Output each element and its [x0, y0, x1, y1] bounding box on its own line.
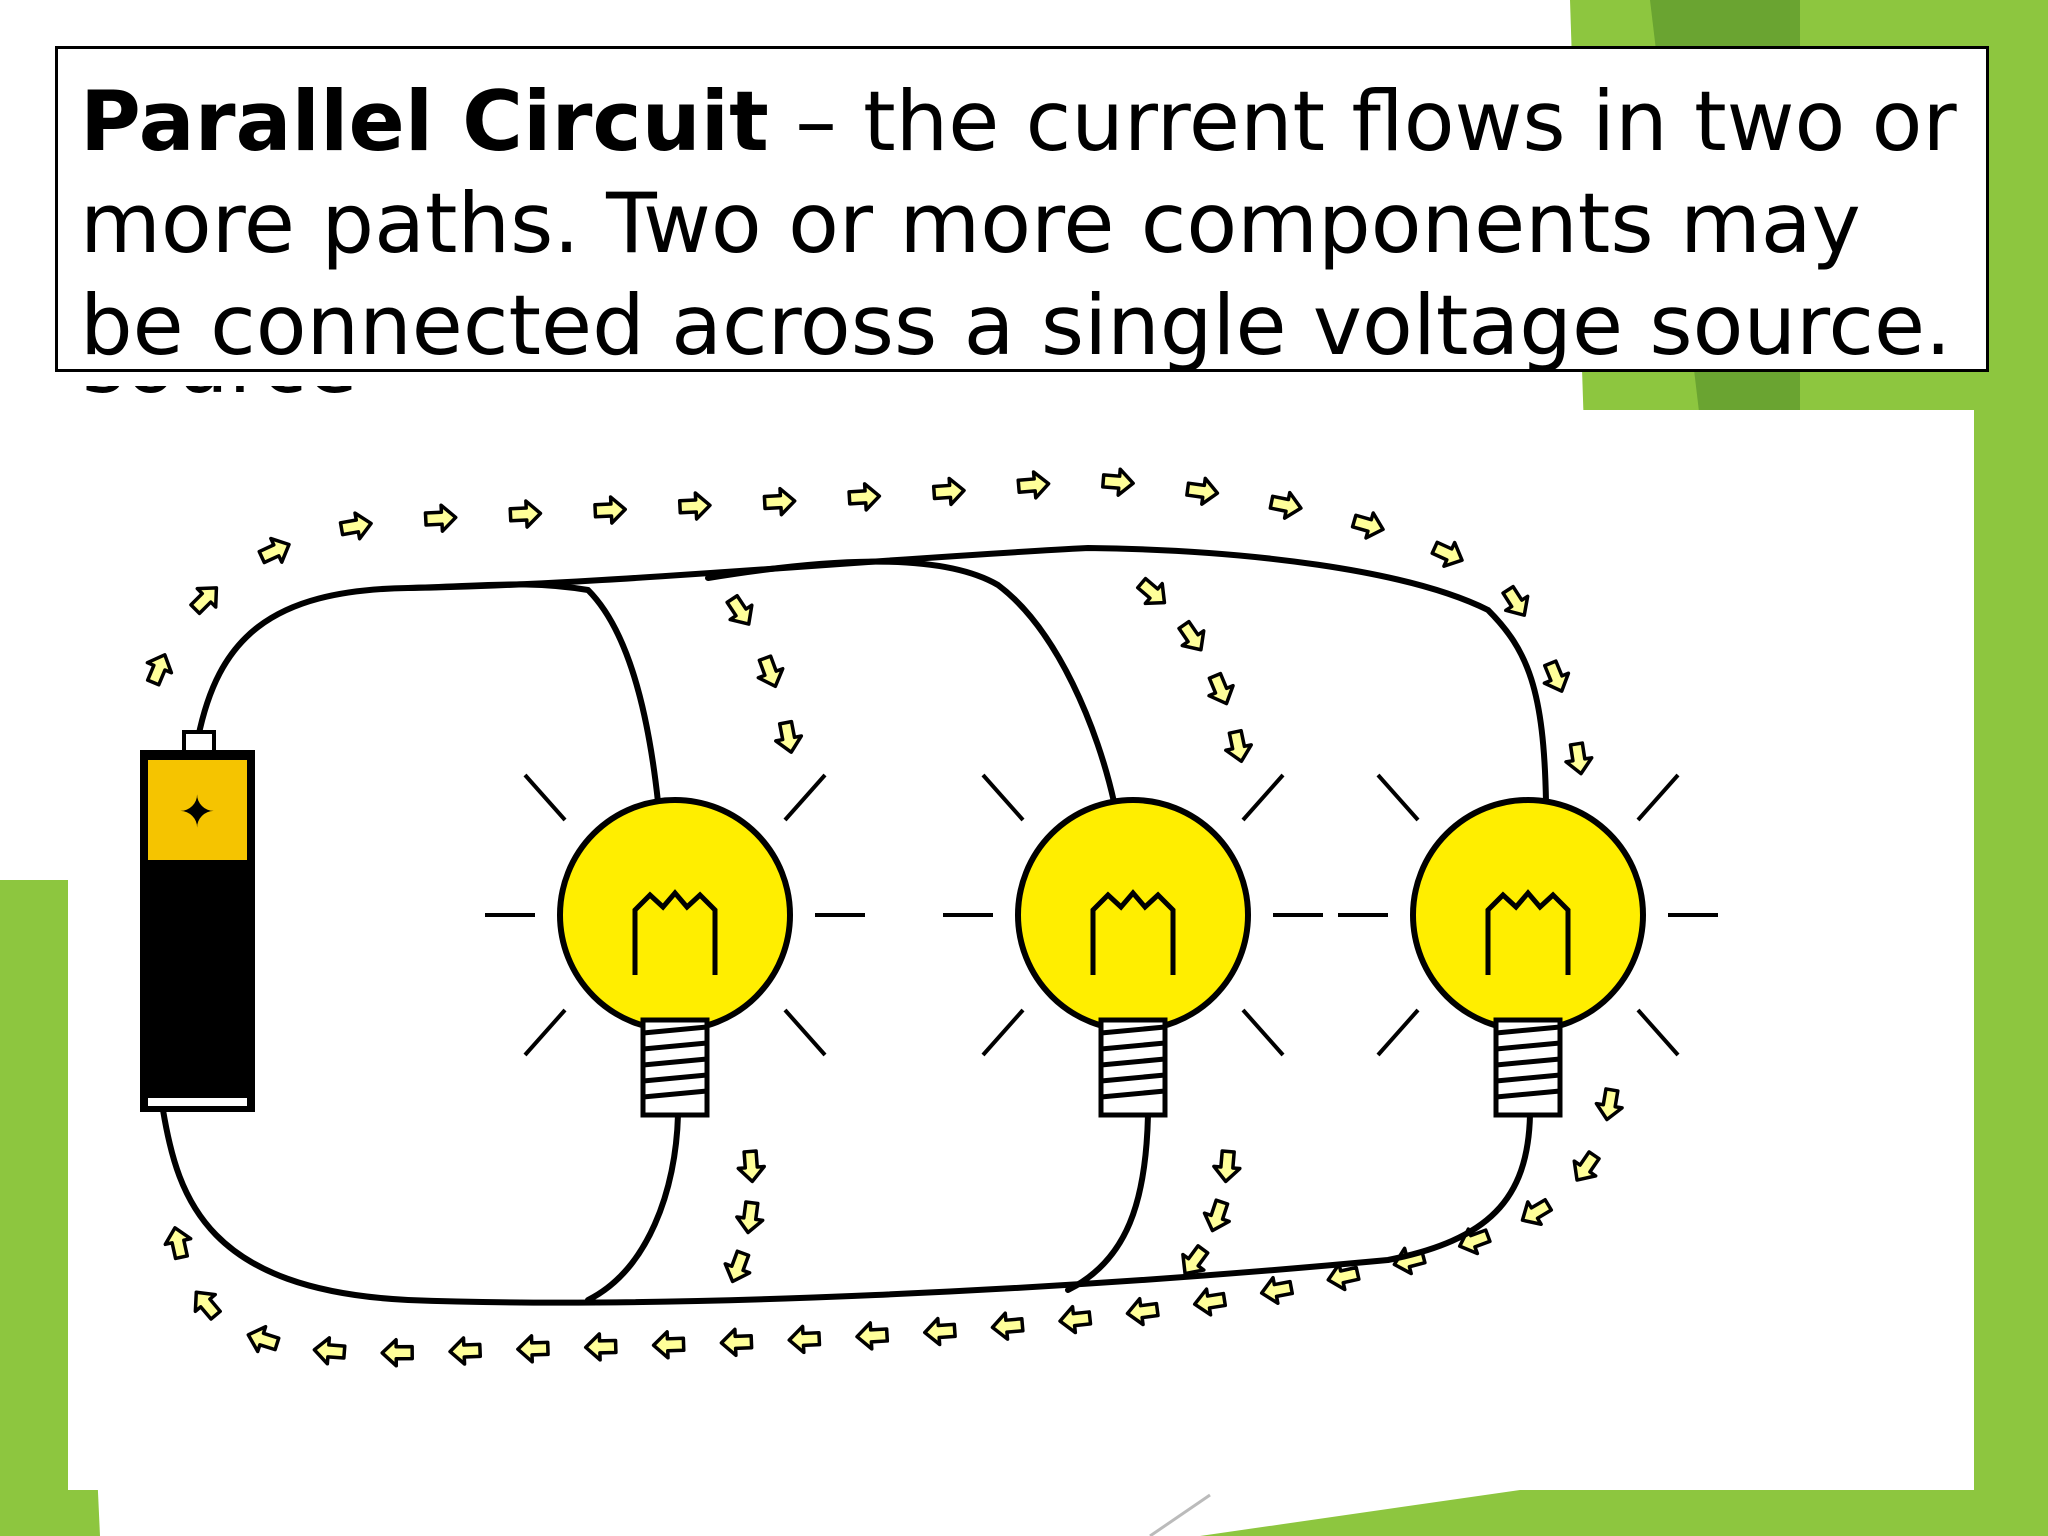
current-arrow-icon — [1212, 1149, 1242, 1184]
current-arrow-icon — [1594, 1087, 1624, 1122]
bulb-screw-base — [640, 1017, 710, 1118]
current-arrow-icon — [1430, 540, 1464, 568]
light-rays — [1338, 773, 1718, 1057]
current-arrow-icon — [246, 1324, 281, 1354]
current-arrow-icon — [736, 1149, 766, 1184]
current-arrow-icon — [1016, 470, 1051, 500]
bulb-glass — [1410, 797, 1646, 1033]
current-arrow-icon — [145, 653, 174, 687]
current-arrow-icon — [1542, 659, 1571, 693]
wire-bulb2-top — [705, 558, 1117, 805]
current-arrow-icon — [774, 719, 804, 754]
current-arrow-icon — [1125, 1296, 1160, 1327]
current-arrow-icon — [1268, 490, 1303, 520]
current-arrow-icon — [725, 594, 754, 626]
bulb-glass — [1015, 797, 1251, 1033]
light-rays — [485, 773, 865, 1057]
current-arrow-icon — [163, 1226, 193, 1261]
current-arrow-icon — [735, 1200, 765, 1235]
bulbs — [485, 773, 1718, 1118]
current-arrow-icon — [189, 586, 219, 616]
current-arrow-icon — [1185, 476, 1220, 506]
current-arrow-icon — [756, 654, 785, 689]
parallel-circuit-diagram: ✦ — [68, 410, 1974, 1490]
current-arrow-icon — [677, 491, 712, 521]
current-arrow-icon — [1259, 1275, 1295, 1305]
wire-bottom-main — [160, 1107, 1533, 1306]
battery-negative-end — [148, 1098, 247, 1106]
current-arrow-icon — [990, 1311, 1025, 1341]
battery-positive-band — [148, 760, 247, 860]
current-arrow-icon — [593, 495, 627, 525]
current-arrow-icon — [1192, 1287, 1228, 1317]
current-arrow-icon — [508, 499, 543, 529]
bulb-screw-base — [1493, 1017, 1563, 1118]
wire-top-main — [195, 544, 1549, 805]
current-arrow-icon — [762, 486, 797, 517]
current-arrow-icon — [1135, 576, 1167, 606]
wire-bulb2-bottom — [1065, 1112, 1151, 1293]
battery: ✦ — [140, 730, 255, 1112]
wires — [160, 544, 1549, 1306]
current-arrow-icon — [448, 1336, 483, 1366]
current-arrow-icon — [312, 1336, 347, 1366]
current-arrow-icon — [1177, 619, 1206, 652]
bulb-2 — [943, 773, 1323, 1118]
bulb-filament — [1485, 889, 1571, 975]
accent-divider — [1149, 1493, 1211, 1536]
current-arrow-icon — [931, 476, 966, 507]
bulb-glass — [557, 797, 793, 1033]
light-rays — [943, 773, 1323, 1057]
wire-bulb1-top — [405, 581, 661, 805]
definition-term: Parallel Circuit — [80, 73, 769, 170]
current-arrow-icon — [338, 511, 373, 541]
current-arrow-icon — [516, 1334, 550, 1364]
current-arrow-icon — [923, 1316, 957, 1347]
current-arrow-icon — [583, 1332, 618, 1362]
bulb-1 — [485, 773, 865, 1118]
bulb-screw-base — [1098, 1017, 1168, 1118]
battery-cap — [182, 730, 216, 754]
current-arrow-icon — [1202, 1198, 1231, 1233]
plus-icon: ✦ — [179, 787, 216, 838]
current-arrow-icon — [257, 536, 291, 565]
current-arrow-icon — [723, 1249, 752, 1284]
current-arrow-icon — [787, 1324, 822, 1355]
bottom-accent-band — [1200, 1490, 2048, 1536]
wire-bulb1-bottom — [585, 1112, 681, 1303]
current-arrow-icon — [847, 482, 882, 512]
current-arrow-icon — [651, 1330, 686, 1360]
current-arrow-icon — [1520, 1197, 1554, 1226]
definition-box: Parallel Circuit – the current flows in … — [55, 46, 1989, 372]
current-arrow-icon — [1224, 728, 1254, 764]
current-arrow-icon — [423, 503, 458, 533]
current-arrow-icon — [855, 1321, 890, 1351]
current-arrow-icon — [1572, 1150, 1601, 1182]
current-arrow-icon — [1207, 671, 1235, 706]
current-arrow-icon — [380, 1338, 414, 1368]
current-arrow-icon — [1326, 1262, 1361, 1292]
current-arrow-icon — [1101, 467, 1135, 497]
bulb-3 — [1338, 773, 1718, 1118]
current-arrow-icon — [719, 1327, 754, 1358]
current-arrow-icon — [193, 1290, 222, 1321]
bulb-filament — [1090, 889, 1176, 975]
overflow-text: source — [82, 386, 382, 414]
current-arrow-icon — [1564, 741, 1594, 776]
current-arrows-group — [145, 467, 1624, 1368]
current-arrow-icon — [1181, 1244, 1210, 1276]
current-arrow-icon — [1058, 1304, 1093, 1335]
bulb-filament — [632, 889, 718, 975]
current-arrow-icon — [1350, 511, 1385, 540]
current-arrow-icon — [1501, 584, 1530, 617]
